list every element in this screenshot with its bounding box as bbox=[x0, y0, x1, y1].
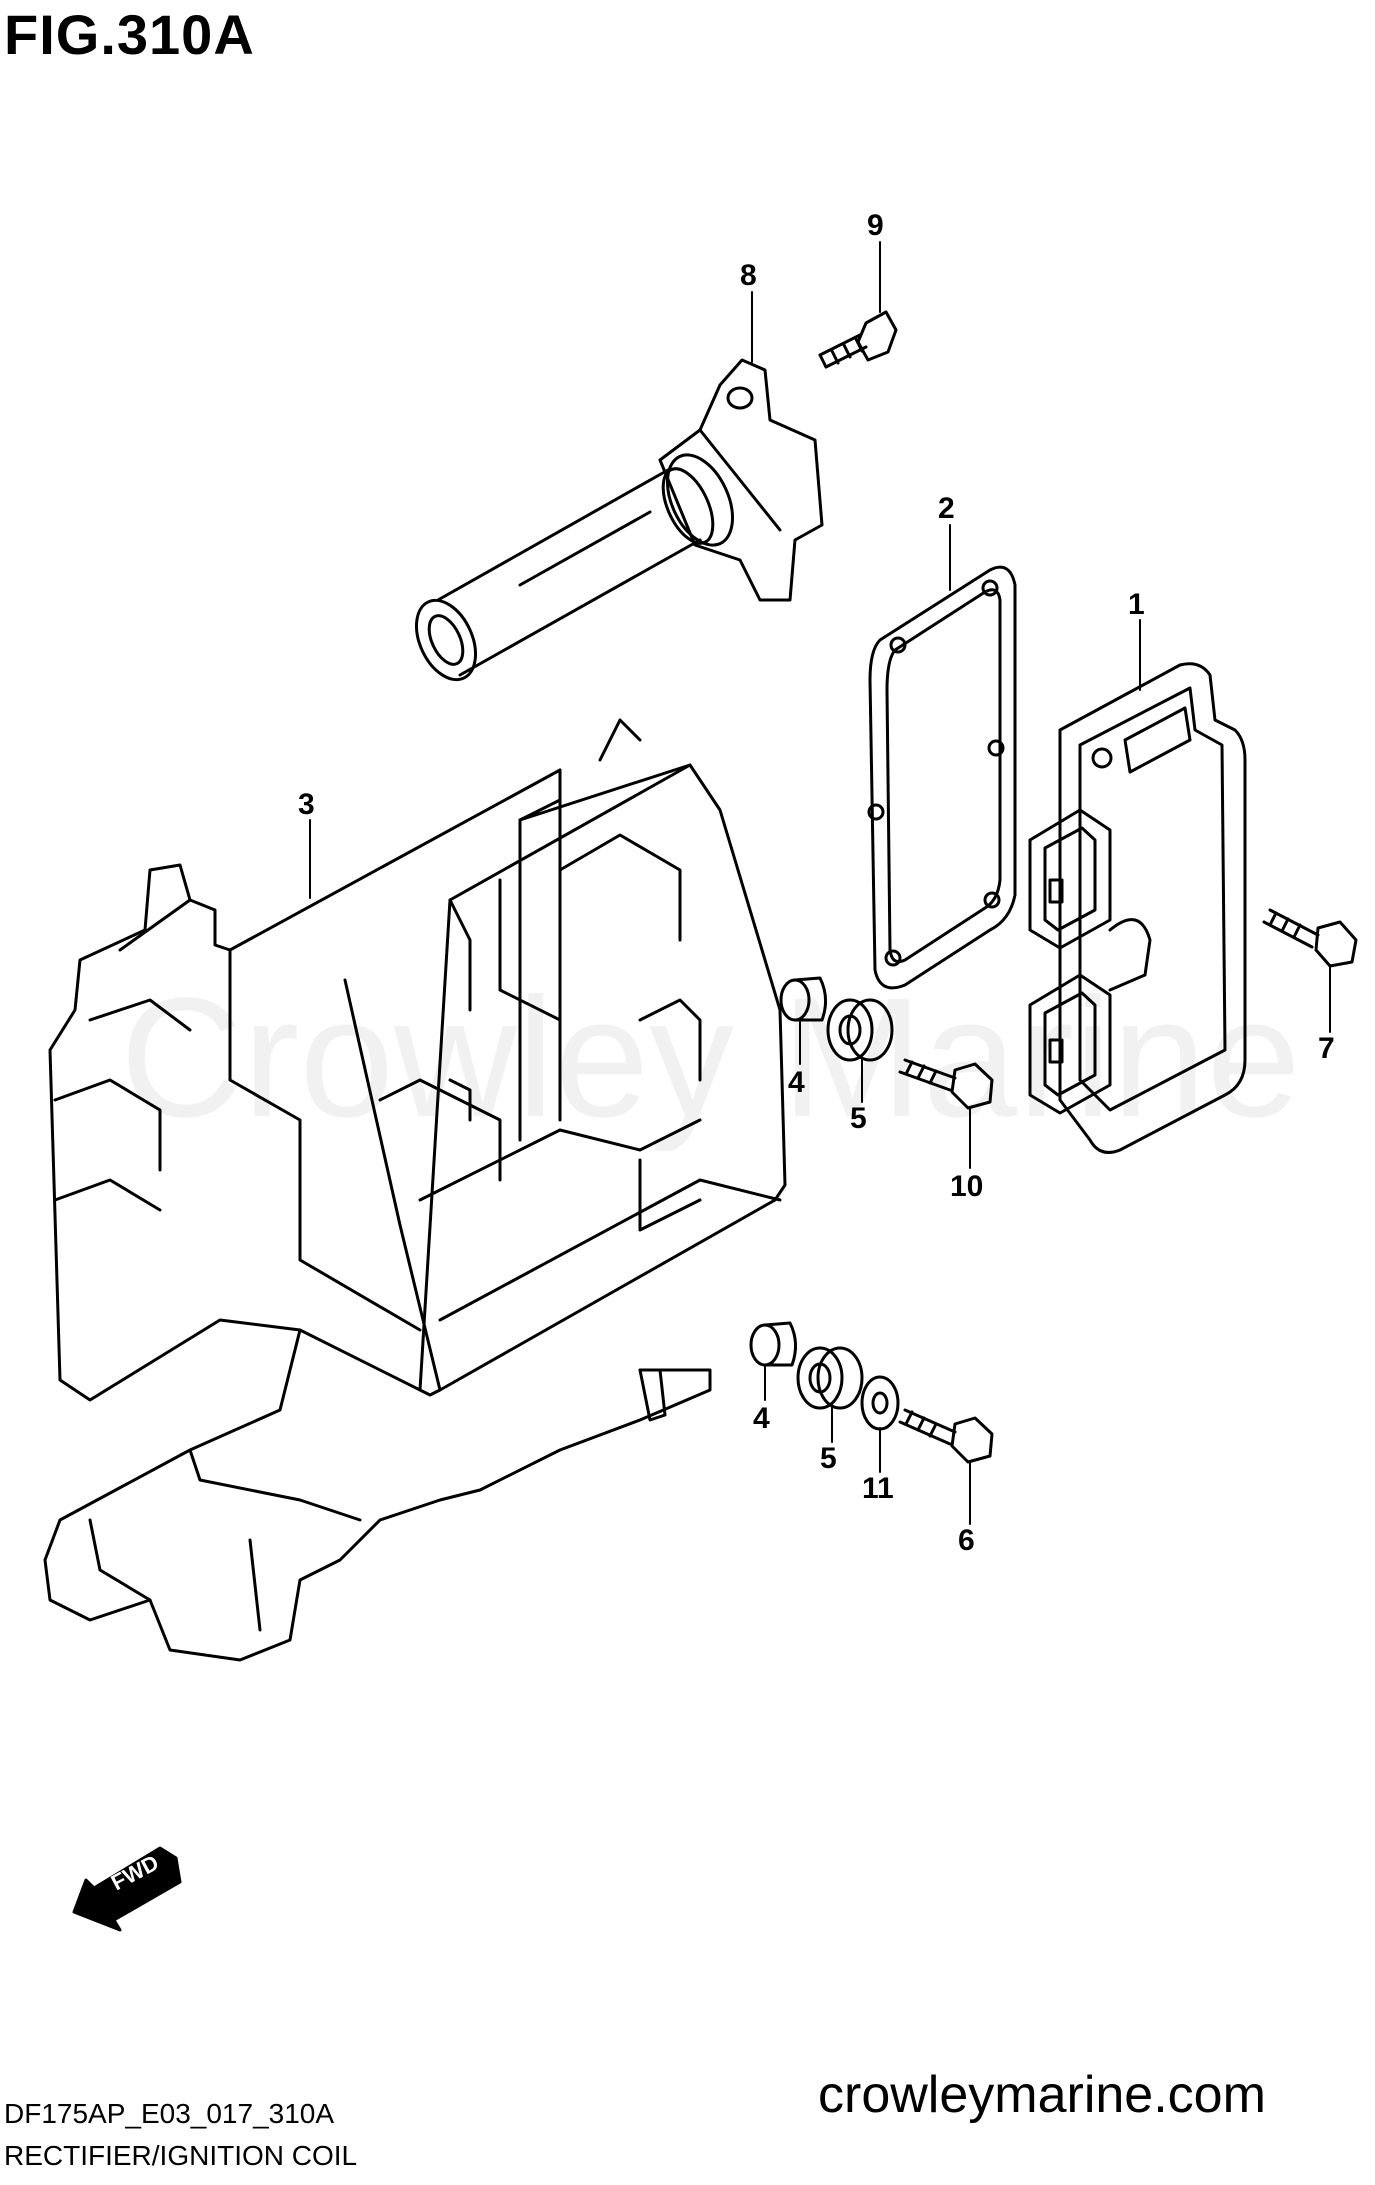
callout-11: 11 bbox=[862, 1472, 894, 1505]
bolt-10 bbox=[898, 1058, 994, 1110]
callout-1: 1 bbox=[1128, 588, 1145, 621]
callout-4-lower: 4 bbox=[753, 1402, 770, 1435]
grommet-5-upper bbox=[826, 998, 894, 1062]
callout-4-upper: 4 bbox=[788, 1066, 805, 1099]
callouts: 1 2 3 4 5 4 5 6 7 8 9 10 11 bbox=[298, 209, 1335, 1557]
ignition-coil bbox=[414, 358, 824, 682]
callout-7: 7 bbox=[1318, 1032, 1335, 1065]
gasket bbox=[867, 565, 1017, 990]
watermark: Crowley Marine bbox=[120, 963, 1301, 1153]
fwd-arrow bbox=[72, 1846, 182, 1932]
collar-4-upper bbox=[779, 976, 827, 1022]
bolt-9 bbox=[818, 310, 898, 369]
bolt-6 bbox=[898, 1408, 994, 1464]
diagram-code: DF175AP_E03_017_310A bbox=[4, 2098, 335, 2129]
callout-5-upper: 5 bbox=[850, 1102, 867, 1135]
leader-lines bbox=[309, 241, 1331, 1525]
callout-8: 8 bbox=[740, 259, 757, 292]
callout-5-lower: 5 bbox=[820, 1442, 837, 1475]
grommet-5-lower bbox=[796, 1346, 864, 1410]
website-url: crowleymarine.com bbox=[818, 2066, 1266, 2124]
callout-6: 6 bbox=[958, 1524, 975, 1557]
collar-4-lower bbox=[749, 1321, 797, 1367]
callout-3: 3 bbox=[298, 788, 315, 821]
callout-9: 9 bbox=[867, 209, 884, 242]
bracket bbox=[43, 718, 787, 1662]
washer-11 bbox=[860, 1375, 900, 1431]
callout-10: 10 bbox=[950, 1170, 983, 1203]
figure-title: FIG.310A bbox=[4, 3, 255, 66]
diagram-name: RECTIFIER/IGNITION COIL bbox=[4, 2140, 358, 2171]
rectifier bbox=[1028, 662, 1247, 1154]
bolt-7 bbox=[1262, 908, 1358, 968]
callout-2: 2 bbox=[938, 492, 955, 525]
